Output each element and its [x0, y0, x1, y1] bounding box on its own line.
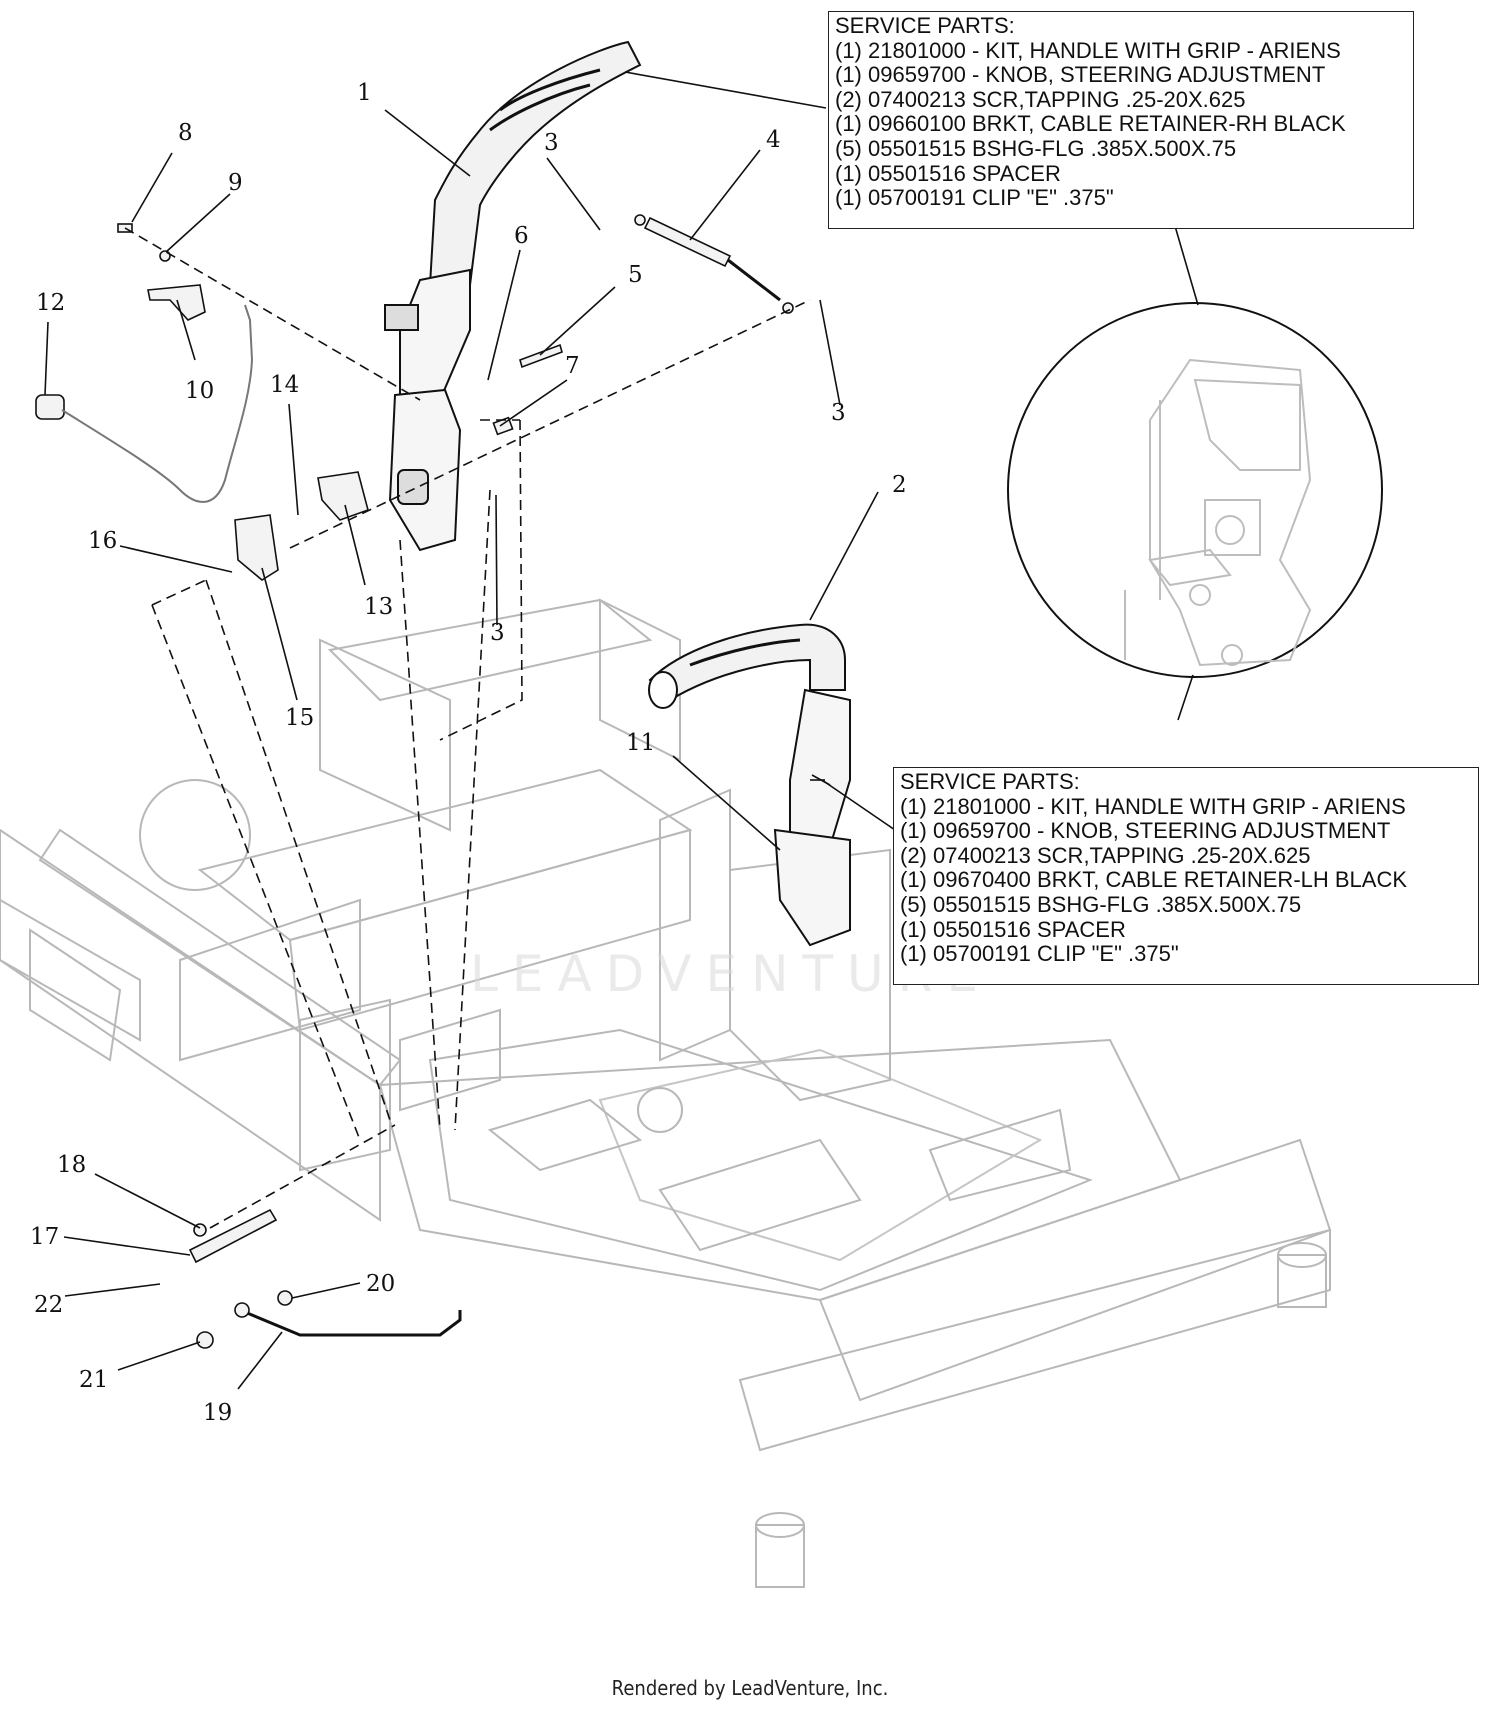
- service-part-line: (1) 21801000 - KIT, HANDLE WITH GRIP - A…: [835, 37, 1341, 63]
- leader-lines: [44, 71, 1199, 1390]
- callout-13: 13: [364, 594, 393, 620]
- callout-14: 14: [270, 372, 299, 398]
- callout-5: 5: [628, 262, 643, 288]
- service-part-line: (2) 07400213 SCR,TAPPING .25-20X.625: [835, 86, 1246, 112]
- callout-3-right: 3: [831, 400, 846, 426]
- service-part-line: (1) 09659700 - KNOB, STEERING ADJUSTMENT: [835, 62, 1326, 88]
- callout-3-top: 3: [544, 130, 559, 156]
- callout-16: 16: [88, 528, 117, 554]
- callout-18: 18: [57, 1152, 86, 1178]
- detail-view: [1007, 302, 1383, 678]
- service-part-line: (1) 05700191 CLIP "E" .375": [835, 185, 1114, 211]
- callout-15: 15: [285, 705, 314, 731]
- callout-7: 7: [565, 353, 580, 379]
- callout-17: 17: [30, 1224, 59, 1250]
- callout-11: 11: [626, 730, 655, 756]
- callout-12: 12: [36, 290, 65, 316]
- service-part-line: (2) 07400213 SCR,TAPPING .25-20X.625: [900, 842, 1311, 868]
- service-part-line: (1) 05501516 SPACER: [835, 160, 1061, 186]
- mower-frame: [0, 598, 1332, 1588]
- service-part-line: (5) 05501515 BSHG-FLG .385X.500X.75: [900, 891, 1302, 917]
- cable: [61, 304, 253, 503]
- lh-control-handle: [648, 623, 851, 947]
- service-parts-heading: SERVICE PARTS:: [900, 769, 1080, 794]
- assembly-lines: [124, 227, 811, 1229]
- callout-10: 10: [185, 378, 214, 404]
- hardware-parts: [35, 214, 794, 1349]
- service-part-line: (5) 05501515 BSHG-FLG .385X.500X.75: [835, 135, 1237, 161]
- callout-9: 9: [228, 170, 243, 196]
- service-part-line: (1) 05700191 CLIP "E" .375": [900, 941, 1179, 967]
- service-part-line: (1) 21801000 - KIT, HANDLE WITH GRIP - A…: [900, 793, 1406, 819]
- callout-19: 19: [203, 1400, 232, 1426]
- callout-22: 22: [34, 1292, 63, 1318]
- rh-control-handle: [384, 40, 642, 552]
- callout-numbers: 1 2 3 3 3 4 5 6 7 8 9 10 11 12 13 14 15 …: [30, 80, 907, 1426]
- service-part-line: (1) 05501516 SPACER: [900, 916, 1126, 942]
- callout-3-mid: 3: [490, 620, 505, 646]
- footer-credit: Rendered by LeadVenture, Inc.: [611, 1676, 889, 1700]
- service-parts-box-lh: SERVICE PARTS: (1) 21801000 - KIT, HANDL…: [893, 767, 1479, 985]
- callout-8: 8: [178, 120, 193, 146]
- service-parts-box-rh: SERVICE PARTS: (1) 21801000 - KIT, HANDL…: [828, 11, 1414, 229]
- callout-20: 20: [366, 1271, 395, 1297]
- service-part-line: (1) 09660100 BRKT, CABLE RETAINER-RH BLA…: [835, 111, 1346, 137]
- service-parts-heading: SERVICE PARTS:: [835, 13, 1015, 38]
- service-part-line: (1) 09659700 - KNOB, STEERING ADJUSTMENT: [900, 818, 1391, 844]
- callout-2: 2: [892, 472, 907, 498]
- callout-1: 1: [357, 80, 372, 106]
- callout-6: 6: [514, 223, 529, 249]
- callout-21: 21: [79, 1367, 108, 1393]
- callout-4: 4: [766, 127, 781, 153]
- service-part-line: (1) 09670400 BRKT, CABLE RETAINER-LH BLA…: [900, 867, 1408, 893]
